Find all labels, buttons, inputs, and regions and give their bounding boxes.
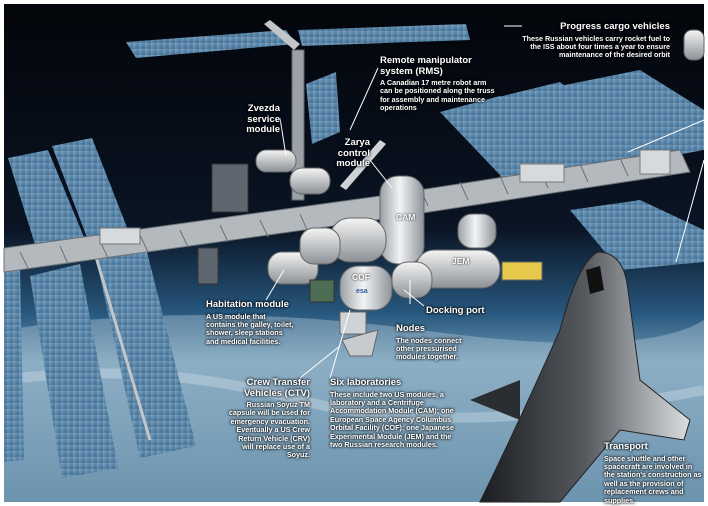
jem-module-label: JEM xyxy=(452,256,470,266)
esa-logo: esa xyxy=(356,288,368,295)
rms-desc: A Canadian 17 metre robot arm can be pos… xyxy=(380,78,495,113)
top-solar-arrays xyxy=(126,20,470,144)
labs-title: Six laboratories xyxy=(330,377,402,388)
zvezda-title: Zvezda service module xyxy=(246,103,280,135)
progress-desc: These Russian vehicles carry rocket fuel… xyxy=(522,33,670,60)
transport-title: Transport xyxy=(604,441,648,452)
space-shuttle xyxy=(470,251,691,503)
docking-title: Docking port xyxy=(426,305,485,316)
ctv-title: Crew Transfer Vehicles (CTV) xyxy=(244,377,310,399)
labs-desc: These include two US modules, a laborato… xyxy=(330,389,454,449)
cam-module-label: CAM xyxy=(396,212,416,222)
habitation-label: Habitation module A US module that conta… xyxy=(206,299,296,346)
transport-desc: Space shuttle and other spacecraft are i… xyxy=(604,453,702,505)
progress-label: Progress cargo vehicles These Russian ve… xyxy=(510,21,670,60)
labs-label: Six laboratories These include two US mo… xyxy=(330,377,458,449)
ctv-label: Crew Transfer Vehicles (CTV) Russian Soy… xyxy=(226,377,310,460)
zarya-label: Zarya control module xyxy=(314,137,370,170)
leader-lines xyxy=(265,25,705,379)
robot-arm xyxy=(340,140,386,190)
docking-label: Docking port xyxy=(426,305,506,317)
zarya-title: Zarya control module xyxy=(336,137,370,169)
rms-label: Remote manipulator system (RMS) A Canadi… xyxy=(380,55,500,113)
russian-segment xyxy=(211,149,331,213)
cof-module-label: COF xyxy=(352,272,370,282)
ctv-desc: Russian Soyuz TM capsule will be used fo… xyxy=(228,400,310,460)
lab-modules xyxy=(197,175,543,357)
nodes-label: Nodes The nodes connect other pressurise… xyxy=(396,323,476,362)
nodes-desc: The nodes connect other pressurised modu… xyxy=(396,335,462,362)
main-truss xyxy=(3,149,691,273)
transport-label: Transport Space shuttle and other spacec… xyxy=(604,441,704,505)
habitation-title: Habitation module xyxy=(206,299,289,310)
left-solar-arrays xyxy=(4,138,196,478)
nodes-title: Nodes xyxy=(396,323,426,334)
habitation-desc: A US module that contains the galley, to… xyxy=(206,311,294,346)
rms-title: Remote manipulator system (RMS) xyxy=(380,55,472,77)
progress-vehicle xyxy=(683,29,705,61)
zvezda-label: Zvezda service module xyxy=(216,103,280,136)
progress-title: Progress cargo vehicles xyxy=(560,21,670,32)
